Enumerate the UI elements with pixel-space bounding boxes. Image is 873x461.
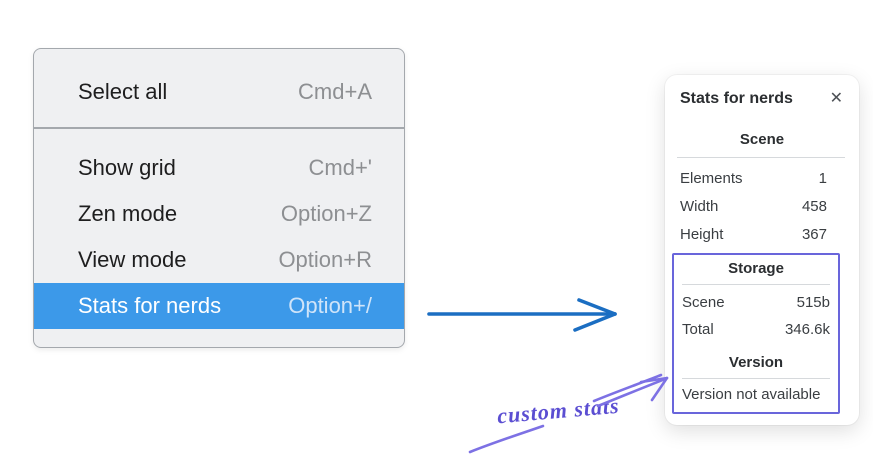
right-arrow-icon [427,298,617,332]
stat-row-width: Width 458 [680,192,827,220]
custom-stats-highlight-box: Storage Scene 515b Total 346.6k Version … [672,253,840,414]
menu-item-shortcut: Option+Z [280,200,372,226]
stat-label: Scene [682,294,725,311]
menu-item-shortcut: Option+/ [288,292,372,318]
menu-item-select-all[interactable]: Select all Cmd+A [34,69,404,115]
menu-item-label: View mode [78,246,187,272]
menu-item-label: Stats for nerds [78,292,222,318]
section-scene-rows: Elements 1 Width 458 Height 367 [665,158,859,248]
section-storage-rows: Scene 515b Total 346.6k [682,285,830,343]
stat-row-scene-storage: Scene 515b [682,289,830,316]
menu-item-view-mode[interactable]: View mode Option+R [34,237,404,283]
stat-label: Height [680,225,724,243]
stat-row-total-storage: Total 346.6k [682,316,830,343]
context-menu: Select all Cmd+A Show grid Cmd+' Zen mod… [33,48,405,348]
stats-panel-header: Stats for nerds ✕ [665,75,859,109]
section-divider [677,157,845,158]
stat-value: 1 [818,169,827,187]
section-storage-header: Storage [728,260,784,277]
close-icon[interactable]: ✕ [829,90,843,107]
section-scene: Scene Elements 1 Width 458 Height 367 [665,131,859,248]
menu-item-shortcut: Cmd+A [298,79,372,104]
stats-panel: Stats for nerds ✕ Scene Elements 1 Width… [665,75,859,425]
menu-item-show-grid[interactable]: Show grid Cmd+' [34,145,404,191]
menu-item-shortcut: Option+R [278,246,372,272]
stat-value: 367 [801,225,827,243]
menu-divider [34,127,404,129]
stat-value: 458 [801,197,827,215]
menu-item-label: Show grid [78,154,176,180]
menu-item-stats-for-nerds[interactable]: Stats for nerds Option+/ [34,282,404,329]
menu-item-label: Select all [78,79,168,104]
menu-item-shortcut: Cmd+' [308,154,373,180]
section-divider [682,378,830,379]
context-menu-bottom-section: Show grid Cmd+' Zen mode Option+Z View m… [34,129,404,346]
stat-row-height: Height 367 [680,220,827,248]
menu-item-label: Zen mode [78,200,178,226]
section-version-header: Version [728,354,784,371]
section-scene-header: Scene [739,131,785,148]
stats-panel-title: Stats for nerds [680,90,793,107]
stat-label: Elements [680,169,743,187]
stat-row-elements: Elements 1 [680,164,827,192]
sketch-arrow-icon [468,373,669,454]
version-note: Version not available [682,386,821,403]
stat-label: Total [682,321,714,338]
stat-value: 346.6k [784,321,830,338]
section-divider [682,284,830,285]
context-menu-top-section: Select all Cmd+A [34,49,404,127]
stat-value: 515b [796,294,830,311]
menu-item-zen-mode[interactable]: Zen mode Option+Z [34,191,404,237]
stat-label: Width [680,197,719,215]
